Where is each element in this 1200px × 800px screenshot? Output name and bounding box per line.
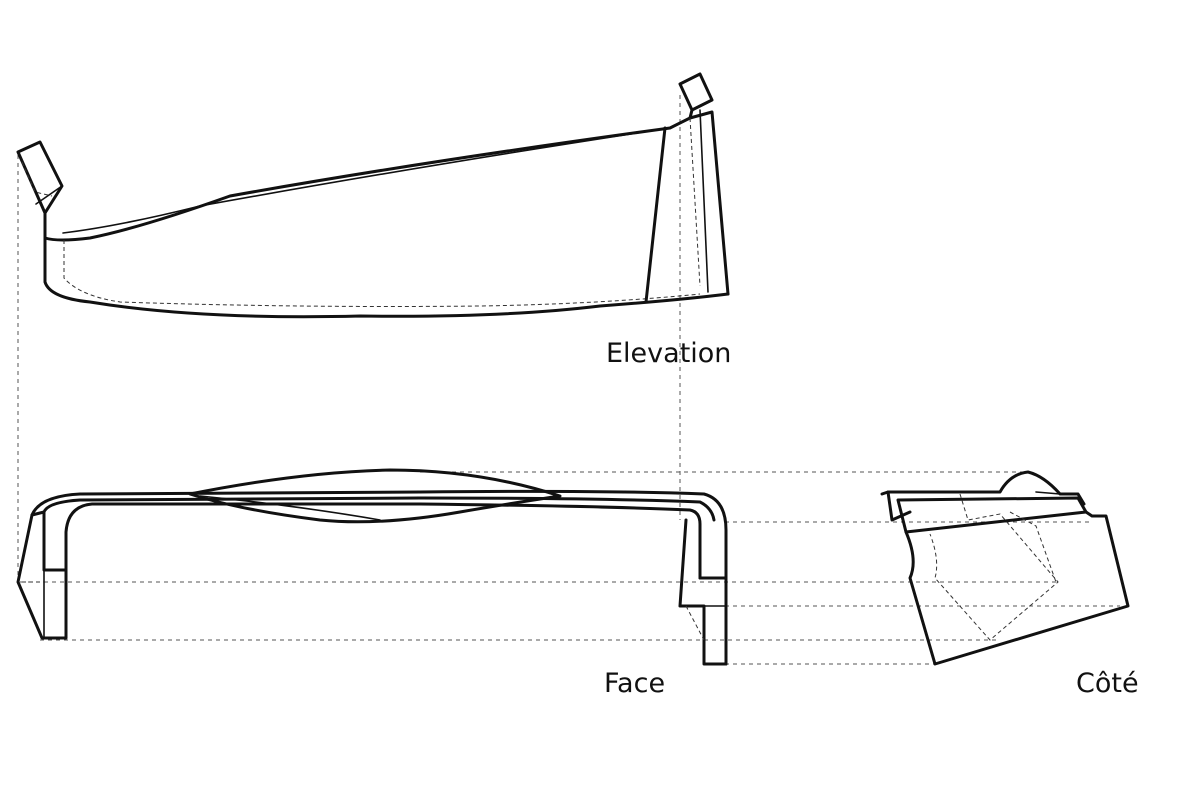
elevation-bottom-hidden — [63, 240, 701, 307]
elevation-left-post-hidden — [21, 161, 53, 197]
elevation-top-inner-edge — [62, 127, 671, 234]
cote-diagonal-edge — [904, 510, 1088, 534]
cote-label: Côté — [1076, 668, 1139, 699]
elevation-bottom-edge — [43, 236, 730, 319]
face-right-upright-hidden — [685, 605, 705, 641]
face-top-rail-inner — [64, 502, 702, 580]
elevation-right-post-hidden — [689, 117, 701, 287]
cote-top-crown — [1035, 491, 1061, 495]
elevation-view — [16, 72, 730, 319]
elevation-right-post-edge — [644, 126, 667, 304]
elevation-right-post-inner — [699, 109, 709, 293]
elevation-left-post — [16, 140, 64, 215]
face-top-rail-mid — [42, 496, 716, 522]
projection-lines — [17, 95, 1120, 665]
cote-body — [896, 496, 1130, 666]
elevation-right-post-face — [688, 108, 730, 296]
elevation-top-edge — [43, 116, 692, 242]
cote-hook — [880, 490, 912, 522]
face-view — [16, 468, 728, 666]
elevation-label: Elevation — [606, 338, 732, 369]
face-right-upright — [678, 518, 728, 666]
face-top-rail-outer — [30, 489, 728, 666]
face-crossing-band — [188, 468, 562, 524]
face-label: Face — [604, 668, 666, 699]
cote-top-edge — [886, 470, 1086, 506]
cote-hidden-inner — [1009, 511, 1057, 583]
cote-view — [880, 470, 1130, 666]
face-crossing-band-edge — [199, 495, 381, 521]
face-left-upright — [16, 510, 68, 640]
elevation-left-post-edge — [35, 185, 63, 205]
elevation-right-post-top — [678, 72, 714, 112]
